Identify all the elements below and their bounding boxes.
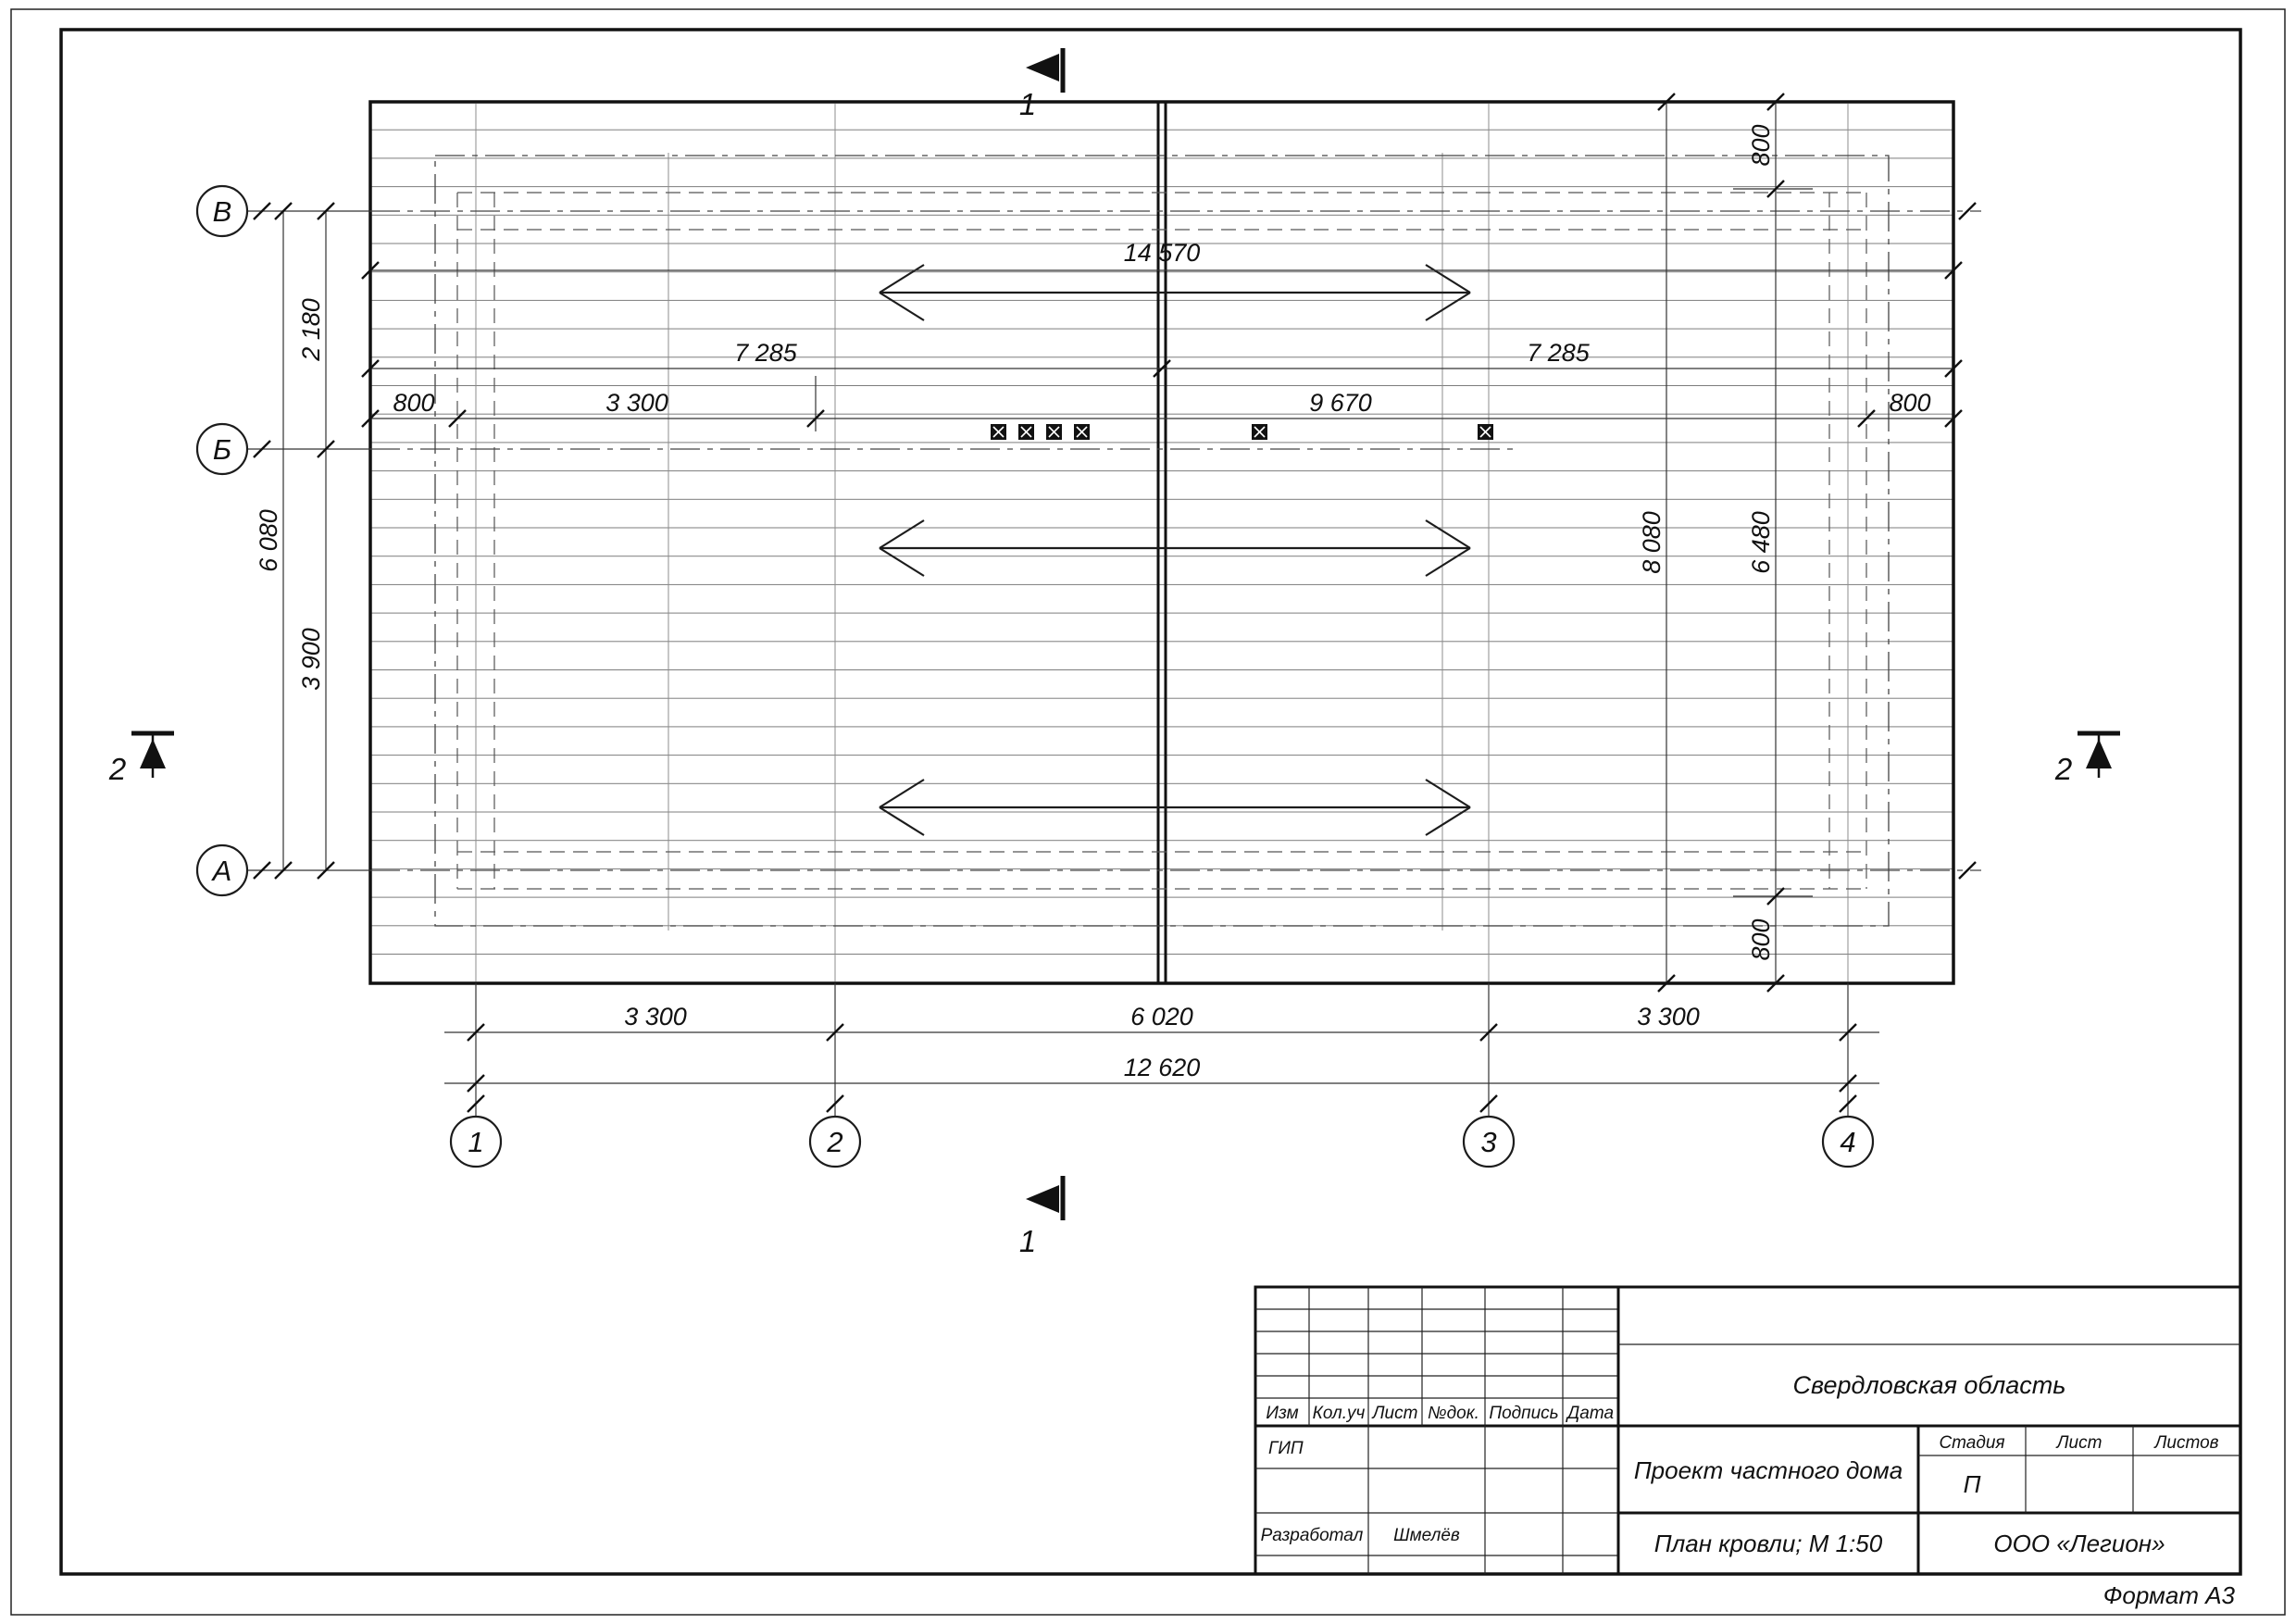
- dim-bottom-3300-right: 3 300: [1637, 1003, 1700, 1031]
- roof-plan: [368, 100, 1955, 985]
- slope-arrows: [879, 264, 1471, 836]
- axis-markers-bottom: 1 2 3 4: [449, 1115, 1875, 1168]
- dim-6480: 6 480: [1747, 511, 1775, 574]
- title-block-grid-lines: [1255, 1287, 2240, 1574]
- section-mark-1-top: 1: [1019, 48, 1066, 121]
- tb-developer-name: Шмелёв: [1393, 1526, 1460, 1545]
- dim-bay-top: 3 300: [605, 389, 668, 417]
- dim-800-top: 800: [1747, 124, 1775, 166]
- section-label-1-top: 1: [1019, 87, 1036, 121]
- format-label: Формат А3: [2103, 1581, 2236, 1609]
- tb-project: Проект частного дома: [1634, 1456, 1903, 1484]
- tb-stage-label: Стадия: [1939, 1433, 2004, 1453]
- dim-overall-top: 14 570: [1124, 239, 1201, 267]
- dimensions-bottom: 3 300 6 020 3 300 12 620: [444, 1003, 1879, 1114]
- axis-col-4: 4: [1840, 1126, 1855, 1158]
- axis-markers-left: В Б А: [195, 184, 249, 897]
- axis-col-2: 2: [826, 1126, 842, 1158]
- dimensions-right: 8 080 800 6 480 800: [1638, 92, 1978, 993]
- axis-grid-lines: [475, 104, 1849, 981]
- tb-region: Свердловская область: [1793, 1371, 2066, 1399]
- section-label-1-bottom: 1: [1019, 1224, 1036, 1258]
- axis-col-1: 1: [468, 1126, 483, 1158]
- dim-bottom-6020: 6 020: [1130, 1003, 1193, 1031]
- axis-col-3: 3: [1480, 1126, 1496, 1158]
- tb-col-list: Лист: [1371, 1404, 1418, 1423]
- section-label-2-right: 2: [2054, 752, 2072, 786]
- dim-bottom-3300-left: 3 300: [624, 1003, 687, 1031]
- title-block: Изм Кол.уч Лист №док. Подпись Дата ГИП Р…: [1254, 1285, 2242, 1576]
- tb-list-label: Лист: [2055, 1433, 2103, 1453]
- section-marks: 1 1 2 2: [108, 48, 2120, 1258]
- dimensions-top: 14 570 7 285 7 285 800 3 300 9 670 800: [360, 239, 1964, 431]
- dim-eave-right: 800: [1889, 389, 1930, 417]
- section-mark-2-left: 2: [108, 731, 174, 786]
- roof-anchor-markers: [991, 424, 1493, 440]
- tb-col-ndok: №док.: [1428, 1404, 1479, 1423]
- dim-half-right: 7 285: [1527, 339, 1591, 367]
- dim-span-mid: 9 670: [1309, 389, 1372, 417]
- axis-row-b: Б: [213, 433, 231, 466]
- tb-lists-label: Листов: [2152, 1433, 2218, 1453]
- roof-outline: [368, 100, 1955, 985]
- tb-col-izm: Изм: [1266, 1404, 1298, 1423]
- dim-6080: 6 080: [255, 509, 282, 572]
- section-label-2-left: 2: [108, 752, 126, 786]
- dim-2180: 2 180: [297, 298, 325, 362]
- axis-center-lines: [247, 210, 1981, 1117]
- section-mark-2-right: 2: [2054, 731, 2120, 786]
- dim-half-left: 7 285: [734, 339, 798, 367]
- dim-eave-left: 800: [393, 389, 434, 417]
- dim-8080: 8 080: [1638, 511, 1666, 574]
- hidden-wall-lines: [434, 155, 1890, 927]
- tb-doc-title: План кровли; М 1:50: [1654, 1530, 1883, 1557]
- tb-company: ООО «Легион»: [1993, 1530, 2165, 1557]
- axis-row-v: В: [213, 195, 232, 228]
- tb-role-gip: ГИП: [1268, 1439, 1304, 1458]
- dim-800-bot: 800: [1747, 918, 1775, 960]
- tb-stage-value: П: [1964, 1470, 1981, 1498]
- tb-col-data: Дата: [1566, 1404, 1614, 1423]
- tb-role-developer: Разработал: [1261, 1526, 1364, 1545]
- section-mark-1-bottom: 1: [1019, 1176, 1066, 1258]
- axis-row-a: А: [211, 855, 232, 887]
- dimensions-left: 2 180 3 900 6 080: [252, 201, 336, 881]
- tb-col-podpis: Подпись: [1489, 1404, 1558, 1423]
- dim-3900: 3 900: [297, 628, 325, 691]
- ridge-line: [1156, 102, 1167, 983]
- sheet-frame: Формат А3: [10, 8, 2286, 1616]
- dim-bottom-overall: 12 620: [1124, 1054, 1201, 1081]
- tb-col-koluch: Кол.уч: [1313, 1404, 1366, 1423]
